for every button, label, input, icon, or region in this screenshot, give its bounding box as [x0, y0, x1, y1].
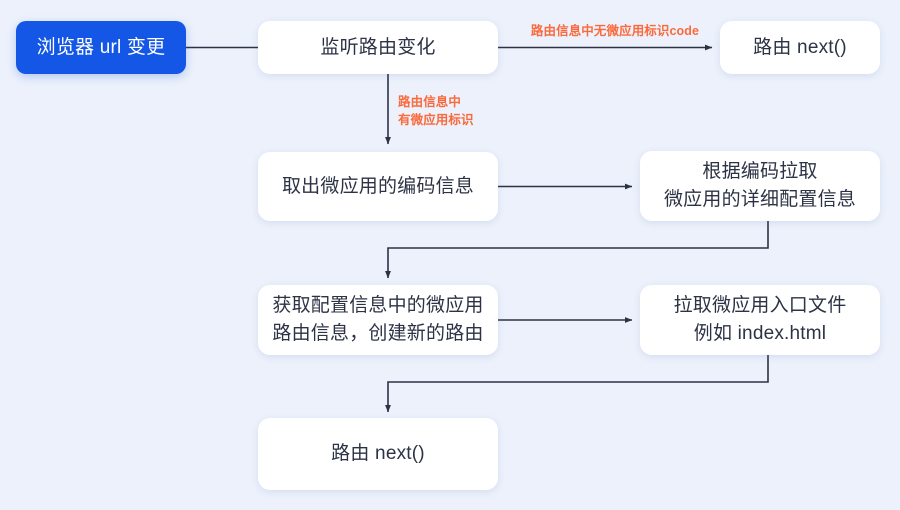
node-label: 取出微应用的编码信息: [281, 175, 474, 197]
edge-fetch-config-to-create-route: [385, 221, 769, 279]
node-label: 路由 next(): [331, 443, 425, 465]
edge-label-has-micro-app-flag: 路由信息中 有微应用标识: [398, 95, 474, 128]
node-listen-route-change[interactable]: 监听路由变化: [258, 21, 498, 74]
node-browser-url-change[interactable]: 浏览器 url 变更: [16, 21, 186, 74]
node-fetch-entry-file[interactable]: 拉取微应用入口文件 例如 index.html: [640, 285, 880, 355]
edge-fetch-entry-to-next-bottom: [385, 355, 769, 413]
node-route-next-top[interactable]: 路由 next(): [720, 21, 880, 74]
node-fetch-app-config[interactable]: 根据编码拉取 微应用的详细配置信息: [640, 151, 880, 221]
node-label: 拉取微应用入口文件 例如 index.html: [673, 295, 847, 344]
node-route-next-bottom[interactable]: 路由 next(): [258, 418, 498, 490]
edge-label-no-micro-app-code: 路由信息中无微应用标识code: [530, 24, 700, 38]
node-label: 浏览器 url 变更: [36, 36, 166, 58]
node-create-new-route[interactable]: 获取配置信息中的微应用 路由信息，创建新的路由: [258, 285, 498, 355]
node-extract-app-code[interactable]: 取出微应用的编码信息: [258, 152, 498, 221]
node-label: 根据编码拉取 微应用的详细配置信息: [663, 161, 856, 210]
node-label: 监听路由变化: [320, 36, 436, 58]
node-label: 路由 next(): [753, 36, 847, 58]
node-label: 获取配置信息中的微应用 路由信息，创建新的路由: [272, 295, 484, 344]
